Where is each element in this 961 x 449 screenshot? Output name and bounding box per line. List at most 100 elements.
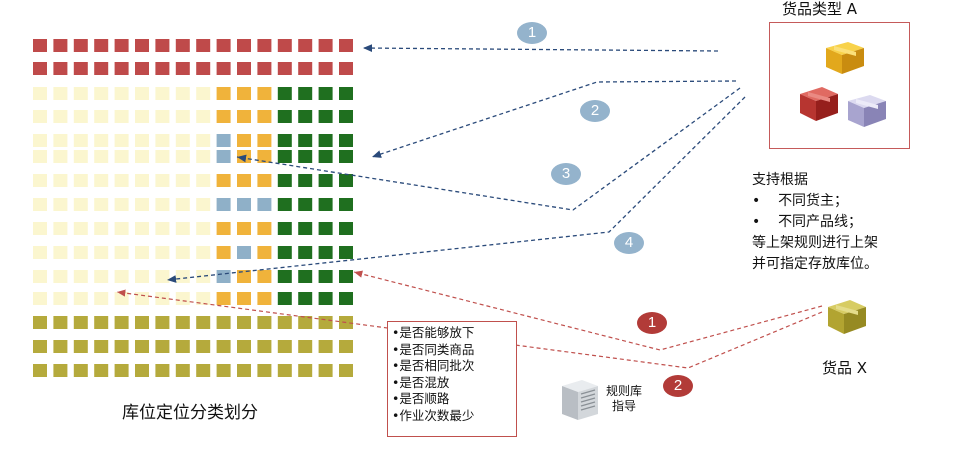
storage-cell bbox=[277, 110, 292, 123]
storage-cell bbox=[135, 87, 149, 100]
rule-library-line: 指导 bbox=[612, 399, 637, 413]
goods-x-label: 货品 X bbox=[822, 359, 868, 377]
box-red-icon bbox=[800, 87, 838, 121]
storage-cell bbox=[94, 110, 109, 123]
storage-cell bbox=[298, 134, 313, 147]
storage-cell bbox=[94, 364, 109, 377]
storage-cell bbox=[53, 292, 68, 305]
storage-cell bbox=[339, 134, 353, 147]
storage-cell bbox=[73, 364, 88, 377]
storage-cell bbox=[339, 270, 353, 283]
storage-cell bbox=[216, 316, 231, 329]
storage-cell bbox=[298, 270, 313, 283]
storage-cell bbox=[277, 134, 292, 147]
storage-cell bbox=[155, 62, 170, 75]
storage-cell bbox=[237, 316, 251, 329]
storage-cell bbox=[94, 62, 109, 75]
storage-cell bbox=[135, 340, 149, 353]
storage-cell bbox=[33, 174, 47, 187]
storage-cell bbox=[257, 87, 272, 100]
storage-cell bbox=[114, 246, 129, 259]
storage-cell bbox=[53, 62, 68, 75]
storage-cell bbox=[33, 110, 47, 123]
storage-cell bbox=[257, 316, 272, 329]
storage-cell bbox=[53, 39, 68, 52]
step-badge-red-1: 1 bbox=[637, 312, 667, 334]
storage-cell bbox=[175, 198, 190, 211]
storage-cell bbox=[216, 150, 231, 163]
storage-cell bbox=[33, 134, 47, 147]
storage-cell bbox=[33, 39, 47, 52]
storage-cell bbox=[53, 316, 68, 329]
storage-cell bbox=[318, 270, 333, 283]
storage-cell bbox=[196, 87, 211, 100]
storage-cell bbox=[237, 222, 251, 235]
flow-arrow-2 bbox=[371, 80, 737, 158]
storage-cell bbox=[175, 246, 190, 259]
storage-cell bbox=[114, 150, 129, 163]
storage-cell bbox=[298, 222, 313, 235]
step-badge-1: 1 bbox=[517, 22, 547, 44]
storage-cell bbox=[277, 174, 292, 187]
storage-cell bbox=[175, 316, 190, 329]
flow-arrow-3 bbox=[236, 87, 741, 211]
storage-cell bbox=[298, 110, 313, 123]
storage-cell bbox=[216, 292, 231, 305]
storage-cell bbox=[237, 292, 251, 305]
storage-cell bbox=[216, 222, 231, 235]
storage-cell bbox=[135, 198, 149, 211]
storage-cell bbox=[339, 198, 353, 211]
storage-cell bbox=[318, 174, 333, 187]
support-heading: 支持根据 bbox=[752, 172, 808, 188]
storage-cell bbox=[298, 39, 313, 52]
storage-cell bbox=[339, 110, 353, 123]
support-item: • 不同产品线； bbox=[752, 214, 863, 230]
storage-cell bbox=[94, 292, 109, 305]
criteria-item: •是否能够放下 bbox=[392, 325, 475, 340]
rule-library-label: 规则库 指导 bbox=[606, 384, 642, 414]
storage-cell bbox=[135, 316, 149, 329]
storage-cell bbox=[33, 62, 47, 75]
storage-cell bbox=[196, 150, 211, 163]
storage-cell bbox=[155, 198, 170, 211]
storage-cell bbox=[53, 134, 68, 147]
storage-cell bbox=[216, 364, 231, 377]
storage-cell bbox=[114, 87, 129, 100]
storage-cell bbox=[318, 150, 333, 163]
storage-cell bbox=[277, 198, 292, 211]
storage-cell bbox=[33, 222, 47, 235]
storage-cell bbox=[298, 292, 313, 305]
storage-cell bbox=[73, 316, 88, 329]
storage-cell bbox=[155, 316, 170, 329]
storage-cell bbox=[114, 340, 129, 353]
step-badge-4: 4 bbox=[614, 232, 644, 254]
storage-cell bbox=[237, 87, 251, 100]
storage-cell bbox=[257, 270, 272, 283]
storage-cell bbox=[298, 87, 313, 100]
storage-cell bbox=[257, 174, 272, 187]
storage-cell bbox=[33, 246, 47, 259]
storage-cell bbox=[94, 87, 109, 100]
storage-cell bbox=[339, 340, 353, 353]
storage-cell bbox=[318, 39, 333, 52]
goods-type-a-title: 货品类型 A bbox=[782, 0, 858, 18]
support-tail-line: 等上架规则进行上架 bbox=[752, 235, 878, 251]
storage-cell bbox=[94, 270, 109, 283]
storage-cell bbox=[114, 110, 129, 123]
storage-cell bbox=[298, 150, 313, 163]
storage-cell bbox=[237, 270, 251, 283]
storage-cell bbox=[73, 340, 88, 353]
storage-cell bbox=[53, 364, 68, 377]
storage-cell bbox=[94, 340, 109, 353]
storage-cell bbox=[114, 134, 129, 147]
storage-cell bbox=[257, 246, 272, 259]
storage-cell bbox=[155, 110, 170, 123]
storage-cell bbox=[73, 198, 88, 211]
storage-cell bbox=[73, 222, 88, 235]
storage-cell bbox=[298, 62, 313, 75]
storage-cell bbox=[298, 174, 313, 187]
storage-cell bbox=[237, 62, 251, 75]
storage-cell bbox=[175, 150, 190, 163]
storage-cell bbox=[73, 134, 88, 147]
step-badge-2: 2 bbox=[580, 100, 610, 122]
